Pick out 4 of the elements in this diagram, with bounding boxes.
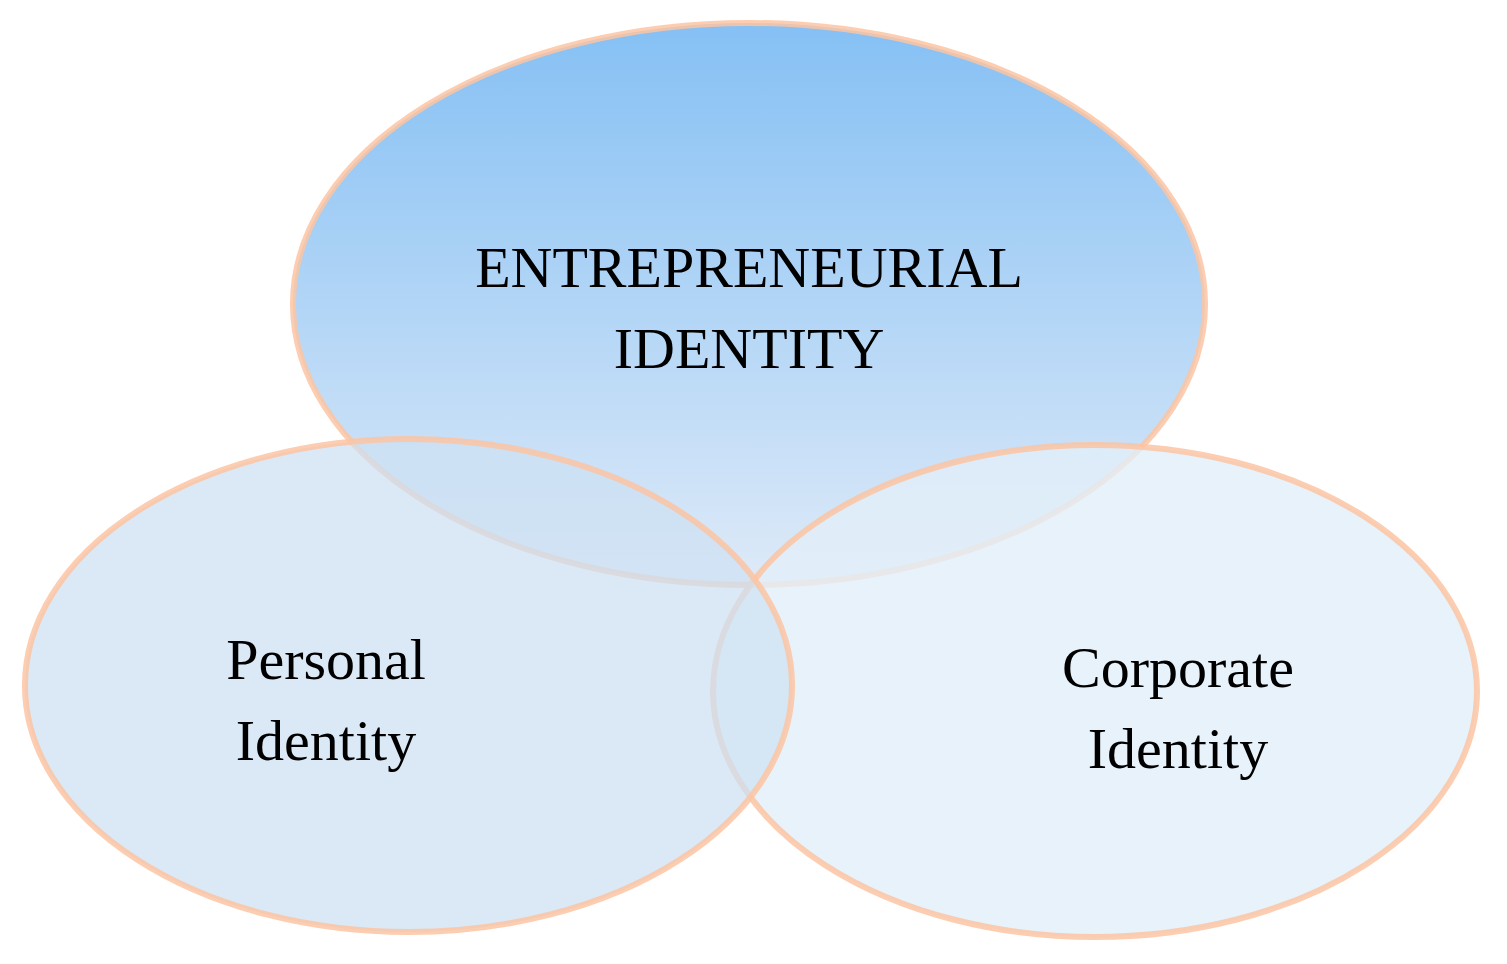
ellipse-label: ENTREPRENEURIAL IDENTITY (474, 233, 1024, 383)
ellipse-label: Corporate Identity (1061, 633, 1295, 783)
ellipse-label: Personal Identity (225, 625, 427, 775)
venn-ellipse (22, 436, 795, 935)
